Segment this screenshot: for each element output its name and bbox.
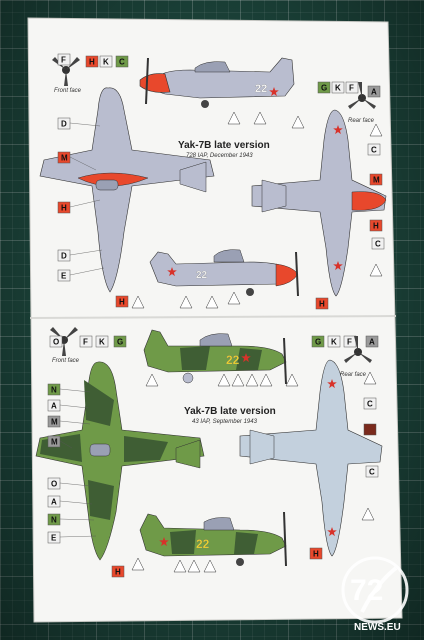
color-code: D — [61, 120, 67, 129]
color-code: M — [373, 176, 380, 185]
site-logo: 72 NEWS.EU — [332, 554, 418, 634]
side-view-aircraft-1: 22 — [139, 57, 295, 108]
logo-site: NEWS.EU — [354, 622, 401, 633]
left-color-codes-bottom: N A M M O A N E H — [47, 383, 125, 578]
rear-face-label: Rear face — [340, 372, 367, 378]
color-code: H — [61, 204, 67, 213]
callout-triangles-side-3 — [145, 373, 299, 387]
callout-triangles-top-side — [227, 111, 305, 129]
callout-lines-left-top — [69, 122, 105, 276]
color-code: A — [51, 498, 57, 507]
tail-number: 22 — [255, 83, 267, 95]
sheet2-subtitle: 43 IAP, September 1943 — [192, 419, 258, 425]
sheet1-title: Yak-7B late version — [178, 140, 270, 151]
color-code: O — [53, 338, 59, 347]
callout-triangles-right-top — [369, 123, 383, 277]
side-view-aircraft-2: 22 — [149, 249, 299, 297]
logo-number: 72 — [350, 574, 383, 607]
tail-number: 22 — [196, 537, 210, 551]
color-code: N — [51, 386, 57, 395]
callout-triangles-side-4 — [131, 557, 217, 573]
callout-triangles-bottom-side-1 — [131, 291, 241, 309]
color-code: F — [347, 338, 352, 347]
left-color-codes-top: D M H D E H — [57, 117, 129, 308]
right-color-codes-bottom: C C H — [309, 397, 379, 560]
color-code: K — [335, 84, 341, 93]
side-view-aircraft-3: 22 — [143, 329, 287, 385]
color-code: A — [371, 88, 377, 97]
color-code: F — [61, 56, 66, 65]
paper-shadow — [27, 17, 403, 623]
rear-color-codes-top: G K F A — [317, 81, 381, 98]
front-face-label: Front face — [54, 88, 82, 94]
color-code: H — [115, 568, 121, 577]
color-code: E — [61, 272, 67, 281]
paper-fold — [29, 315, 397, 319]
bottom-view-aircraft-2 — [239, 359, 383, 557]
color-code: C — [369, 468, 375, 477]
color-code: M — [61, 154, 68, 163]
color-code: D — [61, 252, 67, 261]
sheet1-subtitle: 728 IAP, December 1943 — [186, 153, 253, 159]
color-code: C — [371, 146, 377, 155]
color-code: G — [315, 338, 321, 347]
color-code: E — [51, 534, 57, 543]
color-code: G — [321, 84, 327, 93]
front-color-codes-top: F H K C — [57, 53, 129, 68]
color-code: M — [51, 418, 58, 427]
color-code: K — [103, 58, 109, 67]
color-code: F — [83, 338, 88, 347]
callout-lines-left-bottom — [59, 388, 97, 538]
color-code: K — [331, 338, 337, 347]
color-code: F — [349, 84, 354, 93]
rear-face-propeller-bottom — [344, 336, 372, 363]
color-code: K — [99, 338, 105, 347]
color-code: C — [367, 400, 373, 409]
rear-color-codes-bottom: G K F A — [311, 335, 379, 348]
rear-face-label: Rear face — [348, 118, 375, 124]
color-code: H — [89, 58, 95, 67]
color-code: A — [51, 402, 57, 411]
color-code: H — [373, 222, 379, 231]
sheet2-title: Yak-7B late version — [184, 406, 276, 417]
color-code: H — [319, 300, 325, 309]
front-color-codes-bottom: O F K G — [49, 335, 127, 348]
color-code: A — [369, 338, 375, 347]
top-view-aircraft-1 — [39, 87, 215, 293]
callout-triangles-right-bottom — [361, 371, 377, 521]
bottom-view-aircraft-1 — [251, 109, 387, 297]
color-code: M — [51, 438, 58, 447]
color-code: H — [119, 298, 125, 307]
rear-face-propeller-top — [348, 82, 376, 109]
color-code: G — [117, 338, 123, 347]
side-view-aircraft-4: 22 — [139, 511, 287, 567]
front-face-label: Front face — [52, 358, 80, 364]
color-code: O — [51, 480, 57, 489]
color-code: N — [51, 516, 57, 525]
tail-number: 22 — [196, 270, 208, 281]
color-code: C — [119, 58, 125, 67]
color-code: H — [313, 550, 319, 559]
tail-number: 22 — [226, 353, 240, 367]
logo-emblem: 72 NEWS.EU — [341, 556, 409, 633]
color-code: C — [375, 240, 381, 249]
right-color-codes-top: C M H C H — [315, 143, 385, 310]
